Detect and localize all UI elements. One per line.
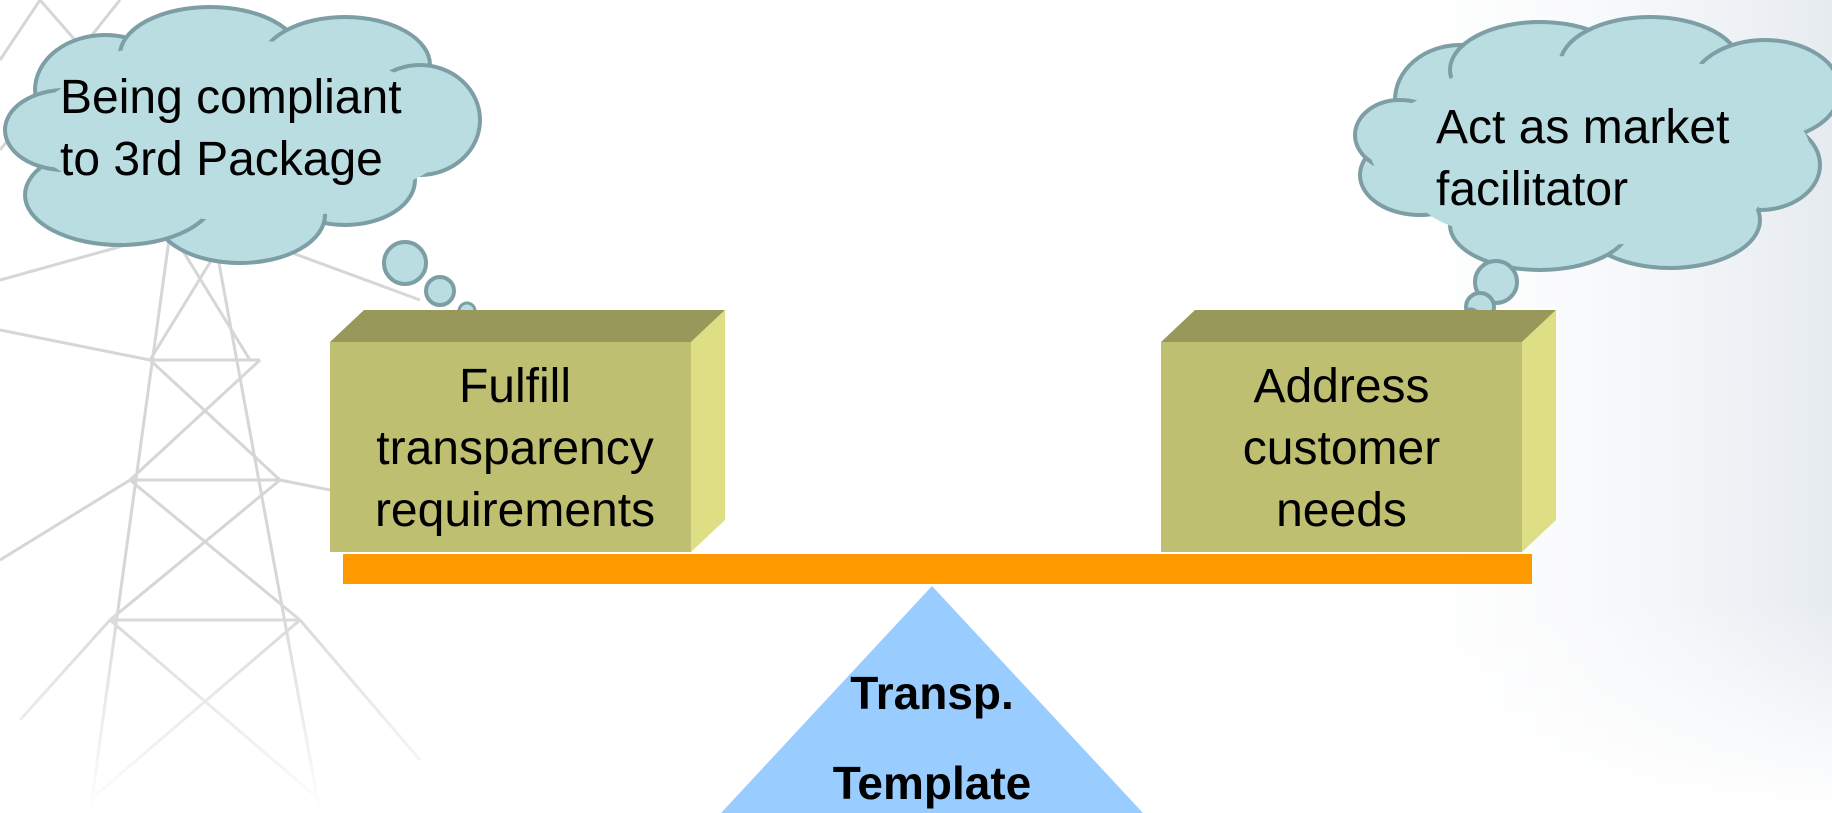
fulcrum-line-1: Transp. <box>850 667 1014 719</box>
thought-left-line-2: to 3rd Package <box>60 133 383 186</box>
fulcrum-line-2: Template <box>832 757 1032 809</box>
thought-left-text: Being compliant to 3rd Package <box>60 67 402 191</box>
thought-left-line-1: Being compliant <box>60 71 402 124</box>
thought-cloud-right <box>1353 15 1832 327</box>
box-left-line-3: requirements <box>374 484 656 537</box>
thought-right-text: Act as market facilitator <box>1436 97 1729 221</box>
thought-bubble-dot <box>382 240 428 286</box>
balance-beam <box>343 554 1532 584</box>
box-right-line-2: customer <box>1242 422 1441 475</box>
box-left <box>330 310 725 552</box>
thought-cloud-left <box>3 5 482 321</box>
thought-right-line-1: Act as market <box>1436 101 1730 154</box>
box-left-label: Fulfill transparency requirements <box>330 356 700 542</box>
box-right-line-1: Address <box>1253 360 1430 413</box>
box-right <box>1161 310 1556 552</box>
thought-bubble-dot <box>424 275 456 307</box>
box-left-line-1: Fulfill <box>458 360 571 413</box>
thought-right-line-2: facilitator <box>1436 163 1629 216</box>
box-left-line-2: transparency <box>376 422 654 475</box>
box-right-line-3: needs <box>1276 484 1407 537</box>
fulcrum-triangle <box>721 586 1143 813</box>
box-right-label: Address customer needs <box>1161 356 1522 542</box>
